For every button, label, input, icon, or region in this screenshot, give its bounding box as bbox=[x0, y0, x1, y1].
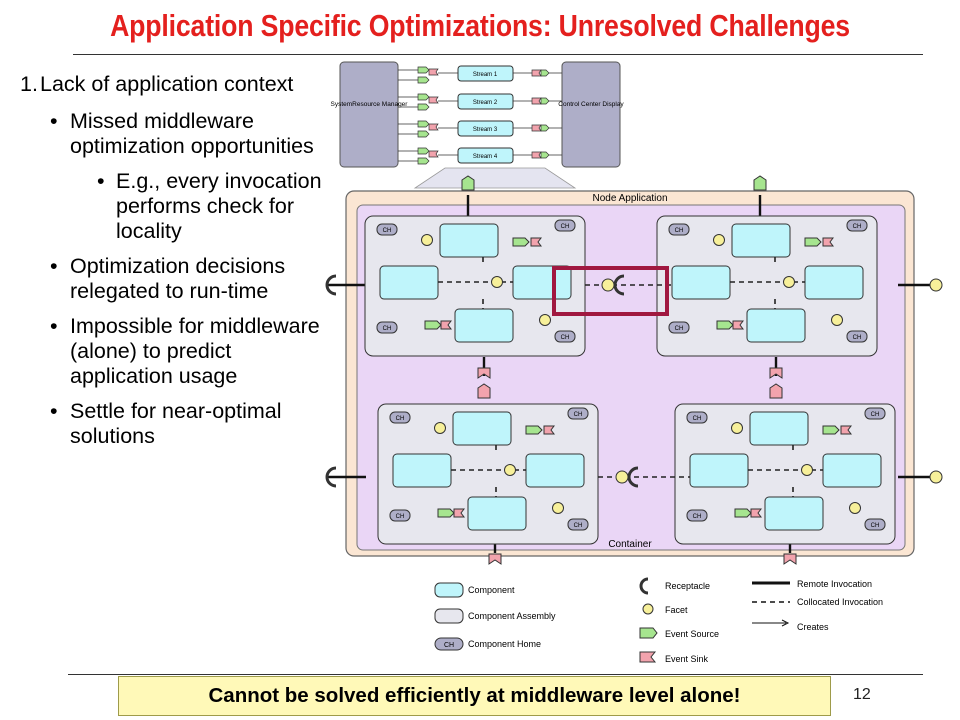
bullet-text: Lack of application context bbox=[40, 72, 294, 96]
stream-4: Stream 4 bbox=[457, 147, 514, 164]
legend-home-swatch bbox=[434, 637, 464, 651]
container-label: Container bbox=[608, 539, 652, 550]
footer-divider bbox=[68, 674, 923, 675]
bullet-list: 1. Lack of application context • Missed … bbox=[20, 72, 325, 459]
home-label: CH bbox=[574, 523, 583, 529]
legend-remote-label: Remote Invocation bbox=[797, 579, 872, 589]
home-label: CH bbox=[675, 228, 684, 234]
page-number: 12 bbox=[853, 686, 871, 703]
title-divider bbox=[73, 54, 923, 55]
home-label: CH bbox=[853, 335, 862, 341]
sub-bullet-4: • Settle for near-optimal solutions bbox=[20, 399, 325, 449]
sub-sub-bullet-1: • E.g., every invocation performs check … bbox=[20, 169, 325, 244]
bullet-number: 1. bbox=[20, 72, 38, 96]
stream-box bbox=[457, 120, 514, 137]
stream-label: Stream 3 bbox=[473, 127, 498, 133]
stream-box bbox=[457, 147, 514, 164]
legend-creates-arrow-icon bbox=[752, 619, 790, 627]
legend-creates-label: Creates bbox=[797, 622, 829, 632]
legend-assembly-swatch bbox=[434, 608, 464, 624]
home-label: CH bbox=[693, 514, 702, 520]
locality-check-highlight bbox=[552, 266, 669, 316]
home-label: CH bbox=[561, 335, 570, 341]
component-deployment-diagram: SystemResource Manager Control Center Di… bbox=[325, 61, 943, 664]
stream-label: Stream 4 bbox=[473, 154, 498, 160]
sub-bullet-2: • Optimization decisions relegated to ru… bbox=[20, 254, 325, 304]
stream-connections bbox=[398, 69, 562, 162]
home-label: CH bbox=[383, 326, 392, 332]
legend-assembly-label: Component Assembly bbox=[468, 611, 556, 621]
legend-receptacle-label: Receptacle bbox=[665, 581, 710, 591]
sub-bullet-text: Missed middleware optimization opportuni… bbox=[70, 109, 314, 158]
top-assembly: SystemResource Manager Control Center Di… bbox=[331, 61, 624, 189]
assembly-projection bbox=[413, 167, 577, 189]
legend-collocated-label: Collocated Invocation bbox=[797, 597, 883, 607]
stream-label: Stream 2 bbox=[473, 100, 498, 106]
stream-ports bbox=[417, 66, 550, 165]
assembly-bottom-left: CH CH CH CH bbox=[377, 403, 599, 545]
home-label: CH bbox=[853, 224, 862, 230]
home-label: CH bbox=[693, 416, 702, 422]
inter-assembly-ports bbox=[601, 274, 639, 488]
conclusion-banner: Cannot be solved efficiently at middlewa… bbox=[118, 676, 831, 716]
stream-box bbox=[457, 93, 514, 110]
bullet-item-1: 1. Lack of application context bbox=[20, 72, 325, 97]
slide-title: Application Specific Optimizations: Unre… bbox=[110, 8, 850, 43]
stream-label: Stream 1 bbox=[473, 72, 498, 78]
home-label: CH bbox=[574, 412, 583, 418]
bullet-dot-icon: • bbox=[50, 254, 58, 278]
stream-3: Stream 3 bbox=[457, 120, 514, 137]
sub-bullet-1: • Missed middleware optimization opportu… bbox=[20, 109, 325, 159]
legend-home-label: Component Home bbox=[468, 639, 541, 649]
control-center-display-label: Control Center Display bbox=[558, 101, 624, 108]
node-ports bbox=[325, 175, 943, 565]
home-label: CH bbox=[561, 224, 570, 230]
bullet-dot-icon: • bbox=[50, 399, 58, 423]
bullet-dot-icon: • bbox=[97, 169, 105, 193]
home-label: CH bbox=[396, 514, 405, 520]
sub-bullet-text: Impossible for middleware (alone) to pre… bbox=[70, 314, 320, 388]
diagram-legend: Component Component Assembly CH Componen… bbox=[434, 577, 883, 664]
legend-receptacle-icon bbox=[639, 577, 649, 595]
system-resource-manager-label: SystemResource Manager bbox=[331, 101, 409, 108]
legend-event-source-icon bbox=[639, 627, 658, 639]
legend-event-sink-icon bbox=[639, 651, 657, 663]
home-label: CH bbox=[396, 416, 405, 422]
system-resource-manager-box bbox=[339, 61, 399, 168]
node-application-label: Node Application bbox=[592, 193, 667, 204]
legend-event-source-label: Event Source bbox=[665, 629, 719, 639]
control-center-display-box bbox=[561, 61, 621, 168]
assembly-bottom-right: CH CH CH CH bbox=[674, 403, 896, 545]
sub-bullet-text: Settle for near-optimal solutions bbox=[70, 399, 282, 448]
sub-bullet-3: • Impossible for middleware (alone) to p… bbox=[20, 314, 325, 389]
bullet-dot-icon: • bbox=[50, 109, 58, 133]
legend-event-sink-label: Event Sink bbox=[665, 654, 709, 664]
stream-1: Stream 1 bbox=[457, 65, 514, 82]
legend-facet-label: Facet bbox=[665, 605, 688, 615]
legend-component-swatch bbox=[434, 582, 464, 598]
legend-component-label: Component bbox=[468, 585, 515, 595]
legend-home-badge: CH bbox=[444, 642, 454, 649]
home-label: CH bbox=[871, 523, 880, 529]
stream-2: Stream 2 bbox=[457, 93, 514, 110]
stream-box bbox=[457, 65, 514, 82]
assembly-top-left: CH CH CH CH bbox=[364, 215, 586, 357]
home-label: CH bbox=[675, 326, 684, 332]
inter-assembly-collocated bbox=[585, 284, 690, 478]
legend-facet-icon bbox=[642, 603, 654, 615]
bullet-dot-icon: • bbox=[50, 314, 58, 338]
assembly-top-right: CH CH CH CH bbox=[656, 215, 878, 357]
home-label: CH bbox=[383, 228, 392, 234]
sub-bullet-text: Optimization decisions relegated to run-… bbox=[70, 254, 286, 303]
home-label: CH bbox=[871, 412, 880, 418]
sub-sub-bullet-text: E.g., every invocation performs check fo… bbox=[116, 169, 322, 243]
